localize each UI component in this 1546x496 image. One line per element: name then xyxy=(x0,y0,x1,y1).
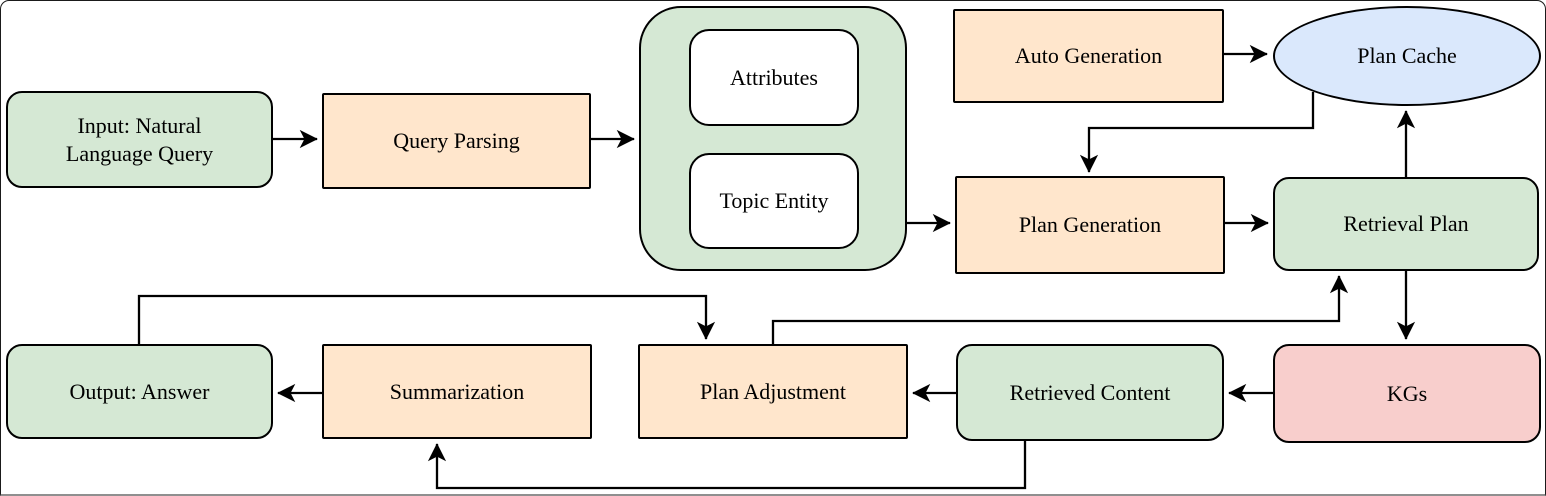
node-kgs: KGs xyxy=(1273,344,1541,443)
node-retrieval-plan: Retrieval Plan xyxy=(1273,177,1539,271)
node-plan-adjustment: Plan Adjustment xyxy=(638,344,908,439)
node-label: Output: Answer xyxy=(69,378,210,404)
node-label: Plan Cache xyxy=(1357,43,1457,69)
node-input-natural-language-query: Input: Natural Language Query xyxy=(6,91,273,188)
node-label: Plan Adjustment xyxy=(699,378,847,404)
node-retrieved-content: Retrieved Content xyxy=(956,344,1224,441)
node-label: Query Parsing xyxy=(393,128,520,154)
node-plan-cache: Plan Cache xyxy=(1273,6,1541,106)
node-label: Summarization xyxy=(389,378,525,404)
edge-plan-adjustment-to-retrieval-plan xyxy=(771,275,1349,344)
node-output-answer: Output: Answer xyxy=(6,344,273,439)
node-label: Plan Generation xyxy=(1018,212,1162,238)
node-attributes: Attributes xyxy=(689,29,859,126)
edge-output-to-plan-adjustment xyxy=(137,294,716,344)
node-label: Input: Natural Language Query xyxy=(65,113,214,166)
node-label: Topic Entity xyxy=(719,188,829,214)
edge-plan-cache-to-plan-generation xyxy=(1079,92,1315,173)
node-label: Retrieval Plan xyxy=(1343,211,1469,237)
edge-retrieved-content-to-summarization xyxy=(427,441,1027,490)
node-auto-generation: Auto Generation xyxy=(953,9,1224,103)
node-label: Retrieved Content xyxy=(1009,379,1171,405)
node-plan-generation: Plan Generation xyxy=(955,176,1225,274)
node-topic-entity: Topic Entity xyxy=(689,153,859,249)
node-summarization: Summarization xyxy=(322,344,592,439)
node-label: Auto Generation xyxy=(1014,43,1163,69)
node-query-parsing: Query Parsing xyxy=(322,93,591,189)
node-label: Attributes xyxy=(730,64,818,90)
node-label: KGs xyxy=(1386,380,1428,406)
